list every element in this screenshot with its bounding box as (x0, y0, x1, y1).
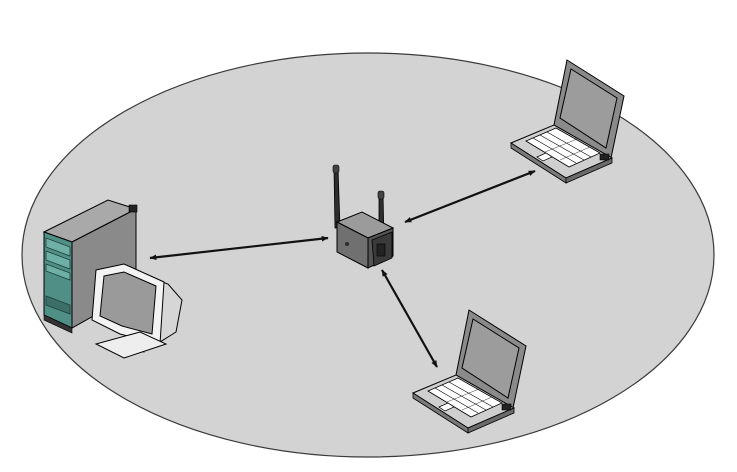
network-diagram (0, 0, 737, 472)
